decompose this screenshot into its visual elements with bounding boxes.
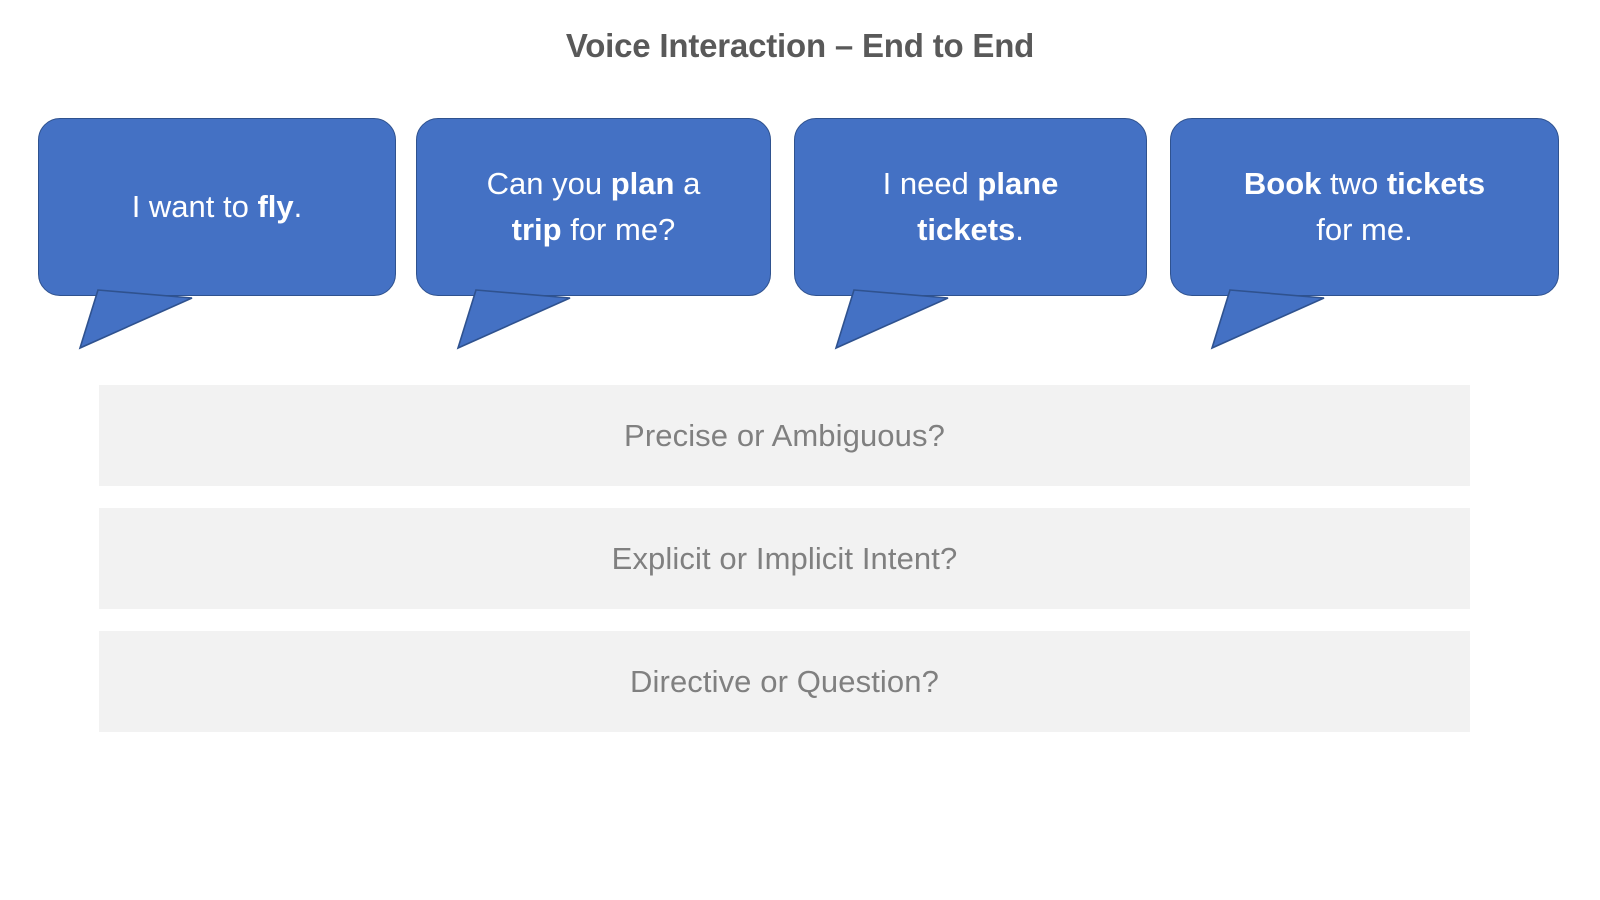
speech-bubble-fly-text: I want to fly. <box>131 188 303 224</box>
speech-bubble-fly[interactable]: I want to fly. <box>38 118 396 296</box>
page-title: Voice Interaction – End to End <box>565 27 1035 64</box>
question-bar-explicit-implicit[interactable]: Explicit or Implicit Intent? <box>99 508 1470 609</box>
question-bar-label: Explicit or Implicit Intent? <box>611 540 958 576</box>
speech-bubble-tail-fly <box>78 289 193 350</box>
question-bar-label: Precise or Ambiguous? <box>624 417 945 453</box>
speech-bubble-tail-plan-trip <box>456 289 571 350</box>
question-bar-label: Directive or Question? <box>630 663 939 699</box>
speech-bubble-tail-book-tickets <box>1210 289 1325 350</box>
speech-bubble-tail-plane-tickets <box>834 289 949 350</box>
question-bar-directive-question[interactable]: Directive or Question? <box>99 631 1470 732</box>
question-bar-list: Precise or Ambiguous? Explicit or Implic… <box>99 385 1470 754</box>
question-bar-precise-ambiguous[interactable]: Precise or Ambiguous? <box>99 385 1470 486</box>
